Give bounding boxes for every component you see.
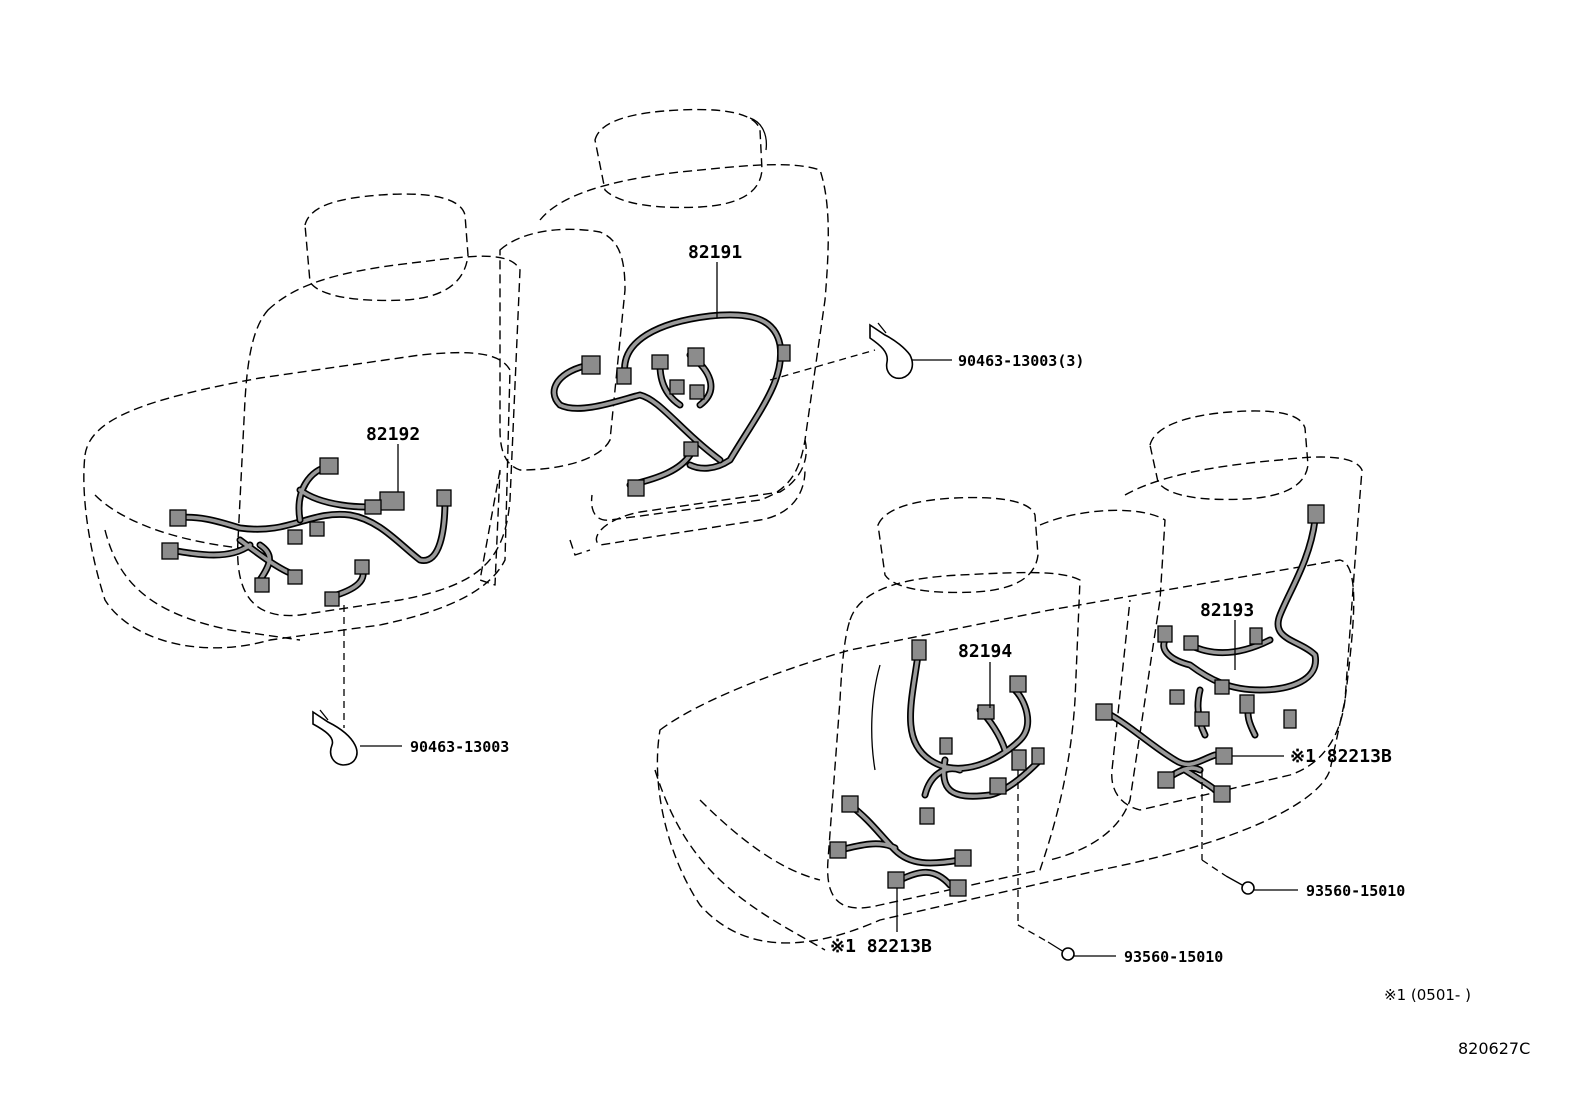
bench-right-back-outline: [1111, 456, 1363, 811]
label-93560-15010-bottom: 93560-15010: [1124, 948, 1223, 966]
bench-left-headrest-outline: [877, 496, 1039, 594]
harness-82193: [1157, 504, 1325, 739]
seat-cushion-outline: [83, 351, 511, 649]
bench-cushion-outline: [656, 559, 1355, 944]
right-headrest-outline: [594, 108, 763, 209]
bench-middle-back-outline: [1039, 509, 1166, 861]
harness-82191: [550, 311, 791, 497]
clamp-icon: [869, 322, 914, 380]
label-82213b-right: ※1 82213B: [1290, 746, 1392, 767]
harness-82213b-left: [829, 795, 972, 897]
seat-back-outline: [236, 255, 521, 617]
label-82193: 82193: [1200, 600, 1254, 621]
leader-lines: [343, 262, 1298, 957]
right-seat-back-outline: [539, 163, 829, 521]
harness-82192: [161, 457, 452, 607]
rear-bench-assembly: [654, 410, 1363, 951]
footnote: ※1 (0501- ): [1384, 986, 1471, 1004]
harness-82213b-right: [1095, 703, 1233, 803]
clamp-icon: [312, 709, 358, 766]
label-82191: 82191: [688, 242, 742, 263]
bench-right-headrest-outline: [1149, 410, 1309, 501]
label-90463-13003: 90463-13003: [410, 738, 509, 756]
label-82194: 82194: [958, 641, 1012, 662]
label-90463-13003-3: 90463-13003(3): [958, 352, 1084, 370]
center-console-outline: [499, 228, 626, 471]
front-seat-assembly: [83, 108, 829, 649]
harness-82194: [907, 639, 1045, 825]
headrest-outline: [304, 193, 469, 302]
label-82213b-left: ※1 82213B: [830, 936, 932, 957]
screw-icon: [1225, 875, 1255, 895]
label-82192: 82192: [366, 424, 420, 445]
figure-code: 820627C: [1458, 1039, 1530, 1058]
label-93560-15010-right: 93560-15010: [1306, 882, 1405, 900]
screw-icon: [1047, 941, 1075, 961]
bench-left-back-outline: [826, 571, 1081, 909]
